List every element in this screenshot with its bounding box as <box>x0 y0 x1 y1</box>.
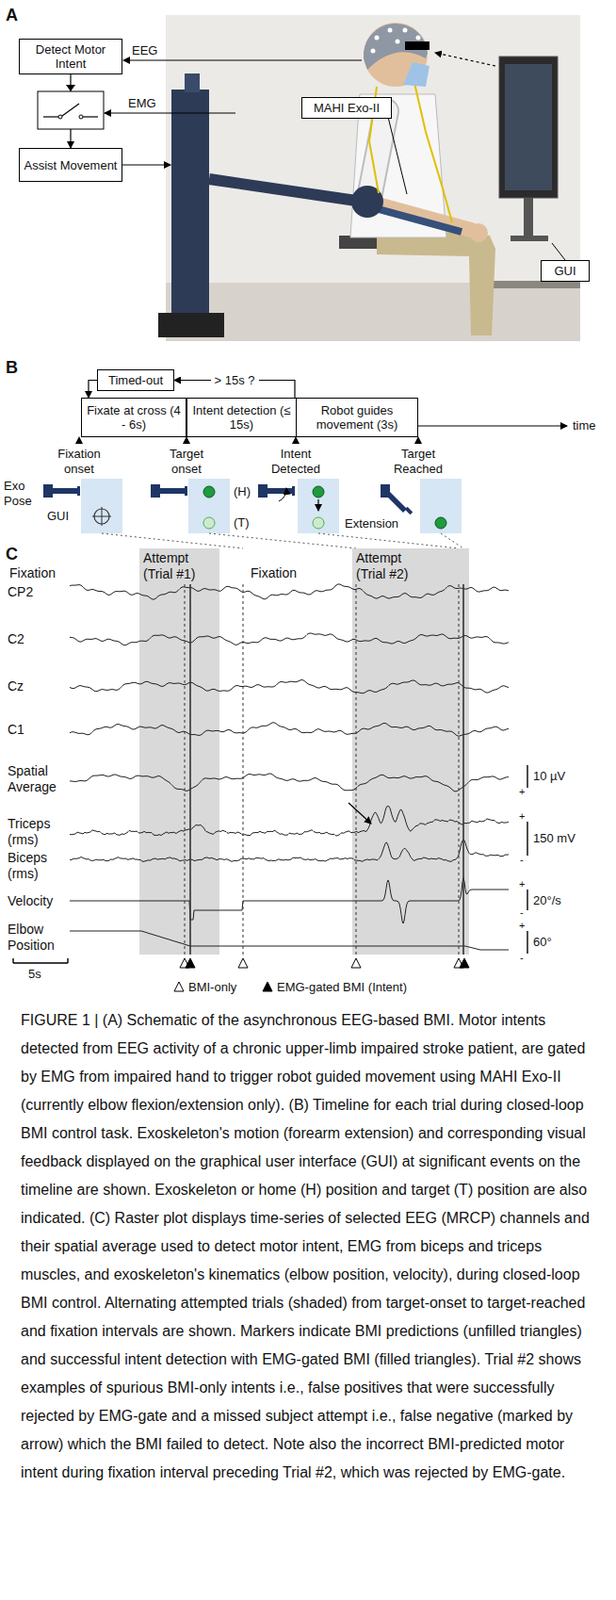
polarity-sign: + <box>518 785 525 797</box>
phase-box: Robot guides movement (3s) <box>295 397 419 438</box>
legend-text: BMI-only <box>188 979 237 994</box>
row-label: Exo Pose <box>3 478 42 508</box>
figure-caption: FIGURE 1 | (A) Schematic of the asynchro… <box>20 1005 596 1487</box>
process-box: Assist Movement <box>18 147 123 182</box>
legend-item: EMG-gated BMI (Intent) <box>261 979 407 995</box>
axis-label: time <box>572 418 597 434</box>
position-label: (H) <box>233 484 251 500</box>
polarity-sign: + <box>518 810 525 822</box>
signal-trace <box>69 877 509 924</box>
legend-marker <box>173 980 185 992</box>
connector-label: > 15s ? <box>210 372 260 389</box>
channel-name: Spatial Average <box>7 762 65 795</box>
panel-letter: C <box>5 544 18 566</box>
signal-trace <box>69 930 509 950</box>
signal-trace <box>69 722 509 736</box>
signal-trace <box>69 773 509 792</box>
panel-letter: A <box>5 5 18 27</box>
legend-marker <box>261 980 274 992</box>
signal-trace <box>69 839 509 861</box>
interval-label: Fixation <box>9 565 56 582</box>
box-text: MAHI Exo-II <box>313 100 380 115</box>
device-label-box: MAHI Exo-II <box>301 97 392 119</box>
panel-letter: B <box>5 357 18 379</box>
box-text: Intent detection (≤ 15s) <box>191 403 292 432</box>
box-text: Timed-out <box>108 372 163 388</box>
process-box: Detect Motor Intent <box>18 38 123 75</box>
interval-label: Fixation <box>250 565 297 582</box>
position-label: (T) <box>233 515 250 531</box>
box-text: Assist Movement <box>24 158 118 173</box>
scale-value: 10 µV <box>533 768 566 784</box>
connector <box>88 380 98 399</box>
event-label: Target onset <box>158 446 215 476</box>
signal-trace <box>69 680 509 694</box>
legend-text: EMG-gated BMI (Intent) <box>276 979 407 994</box>
device-label-box: GUI <box>540 259 590 282</box>
phase-box: Fixate at cross (4 - 6s) <box>81 397 187 438</box>
polarity-sign: + <box>518 877 525 890</box>
signal-trace <box>69 805 509 836</box>
photo <box>158 15 581 341</box>
scale-value: 20°/s <box>533 892 562 908</box>
gui-panels <box>81 478 462 534</box>
interval-label: Attempt (Trial #2) <box>356 550 426 583</box>
signal-name: EMG <box>128 96 157 112</box>
scale-value: 5s <box>28 966 42 982</box>
scale-value: 150 mV <box>533 830 576 846</box>
channel-name: Velocity <box>7 892 53 909</box>
movement-label: Extension <box>344 516 399 532</box>
box-text: Fixate at cross (4 - 6s) <box>85 403 182 432</box>
signal-name: EEG <box>131 43 158 59</box>
event-label: Target Reached <box>389 446 448 476</box>
channel-name: C2 <box>7 631 25 648</box>
signal-trace <box>69 583 509 600</box>
channel-name: Triceps (rms) <box>7 815 65 848</box>
signal-trace <box>69 632 509 646</box>
polarity-sign: - <box>519 906 524 918</box>
event-label: Fixation onset <box>48 446 111 476</box>
polarity-sign: - <box>519 951 524 963</box>
polarity-sign: - <box>519 853 524 865</box>
legend-item: BMI-only <box>173 979 237 995</box>
box-text: Robot guides movement (3s) <box>300 403 414 432</box>
row-label: GUI <box>47 508 69 524</box>
event-label: Intent Detected <box>266 446 325 476</box>
timeout-box: Timed-out <box>97 369 175 391</box>
channel-name: Elbow Position <box>7 921 66 954</box>
interval-label: Attempt (Trial #1) <box>143 550 213 583</box>
switch-symbol <box>37 84 104 130</box>
exo-pose-icons <box>43 484 413 515</box>
scale-value: 60° <box>533 934 552 950</box>
phase-box: Intent detection (≤ 15s) <box>186 397 297 438</box>
box-text: GUI <box>553 263 576 278</box>
channel-name: C1 <box>7 721 25 738</box>
box-text: Detect Motor Intent <box>23 42 118 71</box>
polarity-sign: + <box>518 919 525 931</box>
channel-name: CP2 <box>7 583 33 600</box>
channel-name: Biceps (rms) <box>7 849 65 882</box>
channel-name: Cz <box>7 678 24 695</box>
